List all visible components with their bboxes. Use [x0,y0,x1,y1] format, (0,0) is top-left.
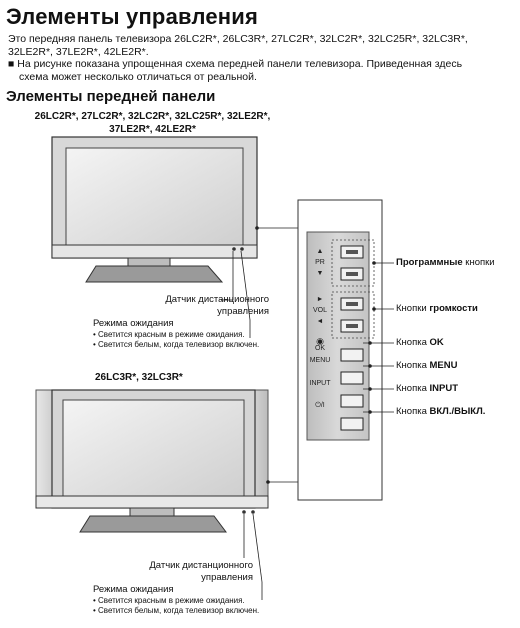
intro-text: Это передняя панель телевизора 26LC2R*, … [8,33,513,58]
pr-up-arrow-icon: ▲ [316,248,324,255]
pr-down-arrow-icon: ▼ [316,270,324,277]
ok-dot-icon: ◉ [316,336,324,346]
page-title: Элементы управления [6,4,259,29]
tv-1-stand-neck [127,257,171,267]
ok-button [340,348,364,362]
section-title: Элементы передней панели [6,88,216,105]
tv-2-stand-neck [129,507,175,517]
standby-title-1: Режима ожидания [93,318,174,329]
models-group-1: 26LC2R*, 27LC2R*, 32LC2R*, 32LC25R*, 32L… [20,110,285,136]
remote-sensor-label-1-line-1: Датчик дистанционного [165,294,269,305]
callout-power: Кнопка ВКЛ./ВЫКЛ. [396,406,485,417]
callout-power-rest: Кнопка [396,406,430,417]
callout-volume-bold: громкости [429,303,478,314]
input-button [340,394,364,408]
menu-button [340,371,364,385]
callout-ok: Кнопка OK [396,337,444,348]
intro-line-2: 32LE2R*, 37LE2R*, 42LE2R*. [8,45,149,58]
note-text: ■ На рисунке показана упрощенная схема п… [8,58,508,83]
tv-2-stand-base [79,515,227,533]
note-line-1: ■ На рисунке показана упрощенная схема п… [8,58,463,70]
side-panel-zoom [297,199,394,501]
standby-white-2: • Светится белым, когда телевизор включе… [93,605,260,615]
intro-line-1: Это передняя панель телевизора 26LC2R*, … [8,33,468,45]
callout-volume: Кнопки громкости [396,303,478,314]
remote-sensor-label-1-line-2: управления [217,305,269,317]
vol-left-arrow-icon: ◄ [316,318,324,325]
note-line-2: схема может несколько отличаться от реал… [19,70,257,83]
callout-input-bold: INPUT [429,383,459,394]
menu-label: MENU [309,357,331,364]
callout-ok-rest: Кнопка [396,337,430,348]
tv-1-bottom-strip [51,244,258,259]
tv-2 [35,389,298,600]
remote-sensor-label-2: Датчик дистанционного управления [118,560,253,583]
models-group-1-line-2: 37LE2R*, 42LE2R* [109,124,196,135]
callout-program: Программные кнопки [396,257,495,268]
tv-2-bottom-strip [35,495,269,509]
callout-input: Кнопка INPUT [396,383,458,394]
models-group-2: 26LC3R*, 32LC3R* [95,372,183,383]
standby-white-1: • Светится белым, когда телевизор включе… [93,339,260,349]
vol-right-arrow-icon: ► [316,296,324,303]
tv-2-screen [62,399,245,497]
tv-1-screen [65,147,244,247]
callout-power-bold: ВКЛ./ВЫКЛ. [429,406,486,417]
vol-label: VOL [312,307,327,314]
tv-2-remote-sensor [242,510,246,514]
callout-input-rest: Кнопка [396,383,430,394]
models-group-1-line-1: 26LC2R*, 27LC2R*, 32LC2R*, 32LC25R*, 32L… [34,111,271,122]
callout-ok-bold: OK [429,337,444,348]
standby-red-2: • Светится красным в режиме ожидания. [93,595,245,605]
standby-red-1: • Светится красным в режиме ожидания. [93,329,245,339]
power-icon: ⏻/I [315,402,325,409]
tv-1-remote-sensor [232,247,236,251]
callout-menu-rest: Кнопка [396,360,430,371]
callout-volume-rest: Кнопки [396,303,430,314]
volume-group-outline [331,291,375,339]
tv-2-standby-led [251,510,255,514]
callout-menu: Кнопка MENU [396,360,457,371]
remote-sensor-label-2-line-1: Датчик дистанционного [149,560,253,571]
standby-info-1: Режима ожидания • Светится красным в реж… [93,318,259,350]
remote-sensor-label-2-line-2: управления [201,571,253,583]
power-button [340,417,364,431]
tv-1-stand-base [85,265,224,283]
standby-title-2: Режима ожидания [93,584,174,595]
standby-info-2: Режима ожидания • Светится красным в реж… [93,584,259,616]
remote-sensor-label-1: Датчик дистанционного управления [134,294,269,317]
ok-label: OK [314,345,326,352]
tv-1-standby-led [240,247,244,251]
tv-1 [51,136,298,338]
input-label: INPUT [309,380,331,387]
callout-program-bold: Программные [396,257,463,268]
callout-program-rest: кнопки [462,257,495,268]
pr-label: PR [315,259,325,266]
callout-menu-bold: MENU [429,360,458,371]
